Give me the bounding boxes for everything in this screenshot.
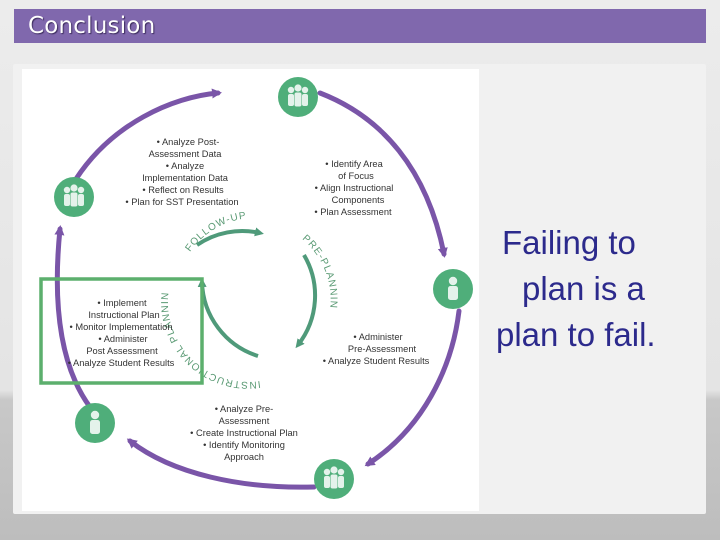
cycle-diagram-svg: FOLLOW-UP PRE-PLANNING INSTRUCTIONAL PLA…	[18, 61, 473, 499]
step-line: • Plan for SST Presentation	[125, 197, 238, 207]
step-line: • Analyze Pre-	[215, 404, 274, 414]
highlight-box	[39, 277, 204, 385]
person-icon	[433, 269, 473, 309]
step-line: Assessment Data	[149, 149, 223, 159]
step-line: • Identify Monitoring	[203, 440, 285, 450]
inner-cycle-arrows	[195, 227, 318, 358]
outer-cycle-arrows	[54, 88, 462, 490]
inner-arrow-right	[295, 253, 318, 349]
outer-arrow-top	[73, 88, 222, 182]
step-line: • Identify Area	[325, 159, 383, 169]
quote-line-3: plan to fail.	[496, 316, 656, 353]
quote: Failing to plan is a plan to fail.	[496, 220, 686, 360]
step-line: of Focus	[338, 171, 374, 181]
step-line: • Administer	[353, 332, 402, 342]
outer-arrow-left	[54, 225, 93, 410]
step-line: • Monitor Implementation	[70, 322, 173, 332]
step-line: • Analyze Post-	[157, 137, 220, 147]
cycle-diagram: FOLLOW-UP PRE-PLANNING INSTRUCTIONAL PLA…	[18, 61, 479, 511]
step-line: • Plan Assessment	[314, 207, 392, 217]
title-bar: Conclusion	[14, 9, 706, 43]
slide-title: Conclusion	[28, 13, 156, 39]
step-line: • Administer	[98, 334, 147, 344]
step-line: • Create Instructional Plan	[190, 428, 298, 438]
inner-arrow-top	[195, 227, 264, 247]
step-line: • Analyze Student Results	[323, 356, 430, 366]
steps-follow-up: • Analyze Post- Assessment Data • Analyz…	[125, 137, 238, 207]
group-icon	[278, 77, 318, 117]
person-icon	[75, 403, 115, 443]
step-line: • Reflect on Results	[142, 185, 224, 195]
steps-implementation: • Implement Instructional Plan • Monitor…	[68, 298, 175, 368]
steps-area-of-focus: • Identify Area of Focus • Align Instruc…	[314, 159, 393, 217]
quote-line-1: Failing to	[502, 224, 636, 261]
step-line: Approach	[224, 452, 264, 462]
step-line: Post Assessment	[86, 346, 158, 356]
step-line: • Analyze Student Results	[68, 358, 175, 368]
step-line: Components	[332, 195, 385, 205]
step-line: • Analyze	[166, 161, 204, 171]
outer-arrow-bottom	[126, 438, 317, 490]
step-line: Assessment	[219, 416, 270, 426]
step-line: Pre-Assessment	[348, 344, 417, 354]
step-line: • Align Instructional	[315, 183, 394, 193]
inner-arrow-bottom	[197, 278, 259, 358]
quote-line-2: plan is a	[522, 270, 645, 307]
group-icon	[54, 177, 94, 217]
step-line: Implementation Data	[142, 173, 229, 183]
steps-pre-assessment: • Administer Pre-Assessment • Analyze St…	[323, 332, 430, 366]
step-line: Instructional Plan	[88, 310, 159, 320]
outer-arrow-top-right	[317, 90, 448, 258]
step-line: • Implement	[97, 298, 147, 308]
group-icon	[314, 459, 354, 499]
outer-arrow-right	[364, 308, 462, 467]
steps-instructional-plan: • Analyze Pre- Assessment • Create Instr…	[190, 404, 298, 462]
